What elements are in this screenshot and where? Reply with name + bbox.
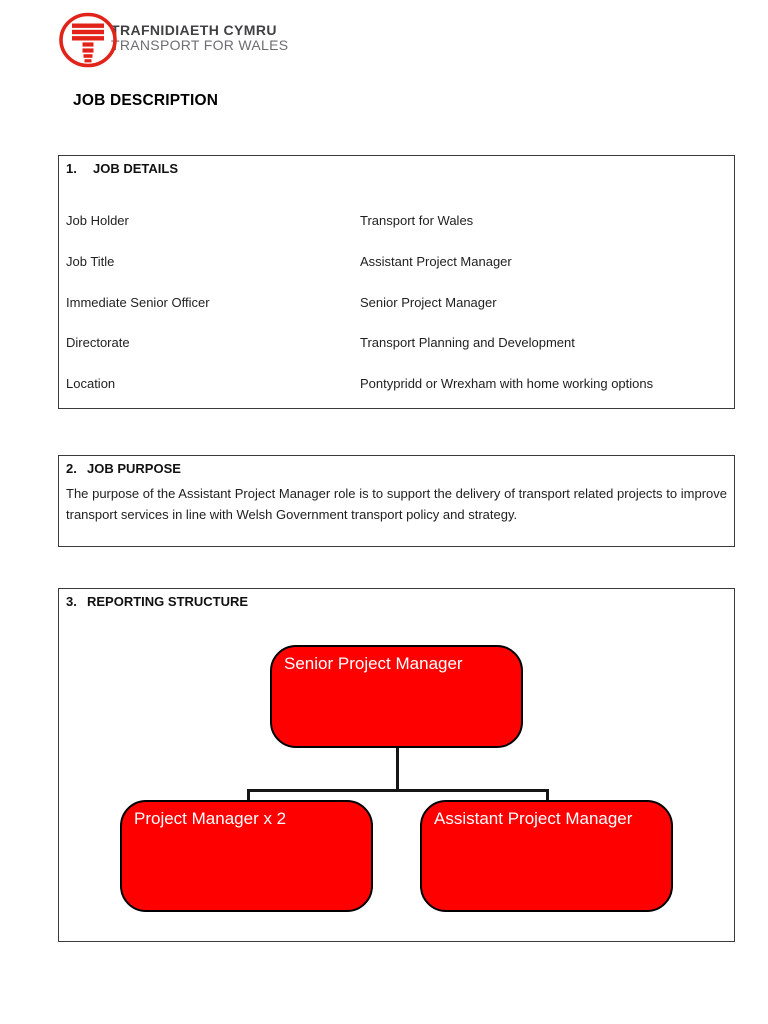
tfw-logo: TRAFNIDIAETH CYMRU TRANSPORT FOR WALES <box>58 12 288 68</box>
table-row: Immediate Senior Officer Senior Project … <box>66 295 729 336</box>
logo-welsh-name: TRAFNIDIAETH CYMRU <box>111 22 277 38</box>
section-job-details-heading: 1. JOB DETAILS <box>66 161 178 176</box>
section-reporting-structure-heading: 3. REPORTING STRUCTURE <box>66 594 248 609</box>
org-chart: Senior Project Manager Project Manager x… <box>59 589 734 941</box>
tfw-roundel-icon <box>59 12 117 68</box>
row-value: Assistant Project Manager <box>360 253 512 269</box>
org-node-senior-project-manager: Senior Project Manager <box>270 645 523 748</box>
section-reporting-structure: 3. REPORTING STRUCTURE Senior Project Man… <box>58 588 735 942</box>
section-job-purpose: 2. JOB PURPOSE The purpose of the Assista… <box>58 455 735 547</box>
job-details-table: Job Holder Transport for Wales Job Title… <box>66 213 729 417</box>
org-node-project-manager-x2: Project Manager x 2 <box>120 800 373 912</box>
section-heading-text: REPORTING STRUCTURE <box>87 594 249 609</box>
table-row: Directorate Transport Planning and Devel… <box>66 335 729 376</box>
table-row: Job Holder Transport for Wales <box>66 213 729 254</box>
row-label: Immediate Senior Officer <box>66 294 210 310</box>
org-node-assistant-project-manager: Assistant Project Manager <box>420 800 673 912</box>
table-row: Job Title Assistant Project Manager <box>66 254 729 295</box>
section-heading-text: JOB PURPOSE <box>87 461 181 476</box>
connector-left-drop <box>247 789 250 803</box>
connector-right-drop <box>546 789 549 803</box>
table-row: Location Pontypridd or Wrexham with home… <box>66 376 729 417</box>
connector-root-stem <box>396 747 399 791</box>
section-number: 2. <box>66 461 77 476</box>
row-value: Transport for Wales <box>360 213 474 228</box>
logo-english-name: TRANSPORT FOR WALES <box>111 37 289 53</box>
section-job-purpose-heading: 2. JOB PURPOSE <box>66 461 181 476</box>
tfw-logo-wordmark: TRAFNIDIAETH CYMRU TRANSPORT FOR WALES <box>111 22 288 53</box>
row-label: Location <box>66 376 116 392</box>
row-value: Senior Project Manager <box>360 294 497 310</box>
row-label: Directorate <box>66 335 130 351</box>
section-heading-text: JOB DETAILS <box>93 161 178 176</box>
section-number: 3. <box>66 594 77 609</box>
connector-horizontal-bar <box>247 789 549 792</box>
section-number: 1. <box>66 161 77 176</box>
row-value: Transport Planning and Development <box>360 335 575 351</box>
row-label: Job Holder <box>66 213 129 228</box>
row-value: Pontypridd or Wrexham with home working … <box>360 376 654 392</box>
page-title: JOB DESCRIPTION <box>73 92 219 109</box>
job-purpose-text: The purpose of the Assistant Project Man… <box>66 486 727 522</box>
section-job-details: 1. JOB DETAILS Job Holder Transport for W… <box>58 155 735 409</box>
row-label: Job Title <box>66 253 115 269</box>
